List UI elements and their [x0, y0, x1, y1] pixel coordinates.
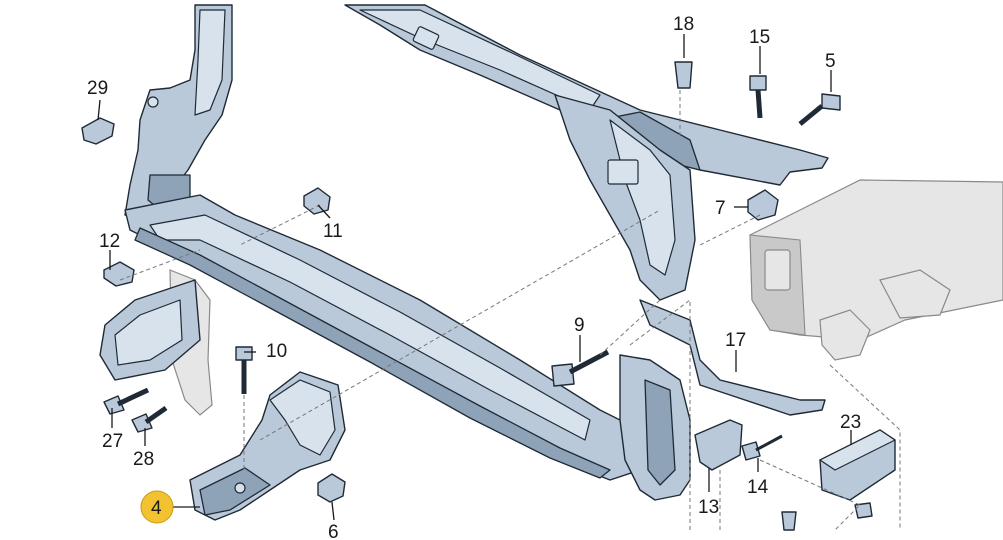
callout-13: 13	[698, 497, 719, 518]
part-18-rivet	[674, 61, 693, 89]
part-9-bolt	[551, 349, 610, 387]
callout-5: 5	[825, 51, 836, 72]
part-28-bolt	[131, 405, 168, 433]
callout-27: 27	[102, 431, 123, 452]
part-12-clip-nut	[103, 261, 135, 287]
part-10-bolt	[235, 346, 253, 394]
callout-4: 4	[151, 498, 162, 519]
callout-15: 15	[749, 27, 770, 48]
callout-4-highlight	[140, 490, 174, 524]
callout-14: 14	[747, 477, 769, 498]
right-vertical-pillar	[554, 94, 696, 501]
callout-12: 12	[99, 231, 120, 252]
part-6-clip	[317, 473, 346, 503]
ghost-longitudinal-member	[749, 179, 1003, 361]
callout-leaders	[97, 34, 852, 521]
left-side-bracket	[99, 269, 213, 416]
part-13-plate	[694, 419, 743, 471]
misc-fasteners-lower-right	[781, 502, 873, 531]
part-27-bolt	[103, 387, 150, 415]
part-15-screw	[749, 75, 767, 119]
callout-9: 9	[574, 315, 585, 336]
left-vertical-pillar	[124, 4, 233, 221]
part-5-bolt	[798, 93, 841, 126]
callout-7: 7	[715, 198, 726, 219]
part-11-clip-nut	[303, 187, 331, 215]
part-4-lower-bracket	[189, 371, 346, 521]
callout-17: 17	[725, 330, 746, 351]
callout-6: 6	[328, 522, 339, 540]
callout-28: 28	[133, 449, 154, 470]
callout-11: 11	[323, 221, 343, 242]
part-7-clip	[747, 189, 779, 221]
lower-cross-member	[124, 194, 641, 481]
callout-18: 18	[673, 14, 694, 35]
callout-29: 29	[87, 78, 108, 99]
part-14-screw	[741, 434, 783, 461]
part-23-bracket	[819, 429, 896, 501]
callout-23: 23	[840, 412, 861, 433]
callout-10: 10	[266, 341, 287, 362]
part-29-rivet-nut	[81, 117, 115, 145]
assembly-guide-lines	[119, 90, 901, 531]
callout-labels: 29 12 11 10 27 28 4 6 18 15 5 7 9 17 13 …	[87, 14, 861, 540]
